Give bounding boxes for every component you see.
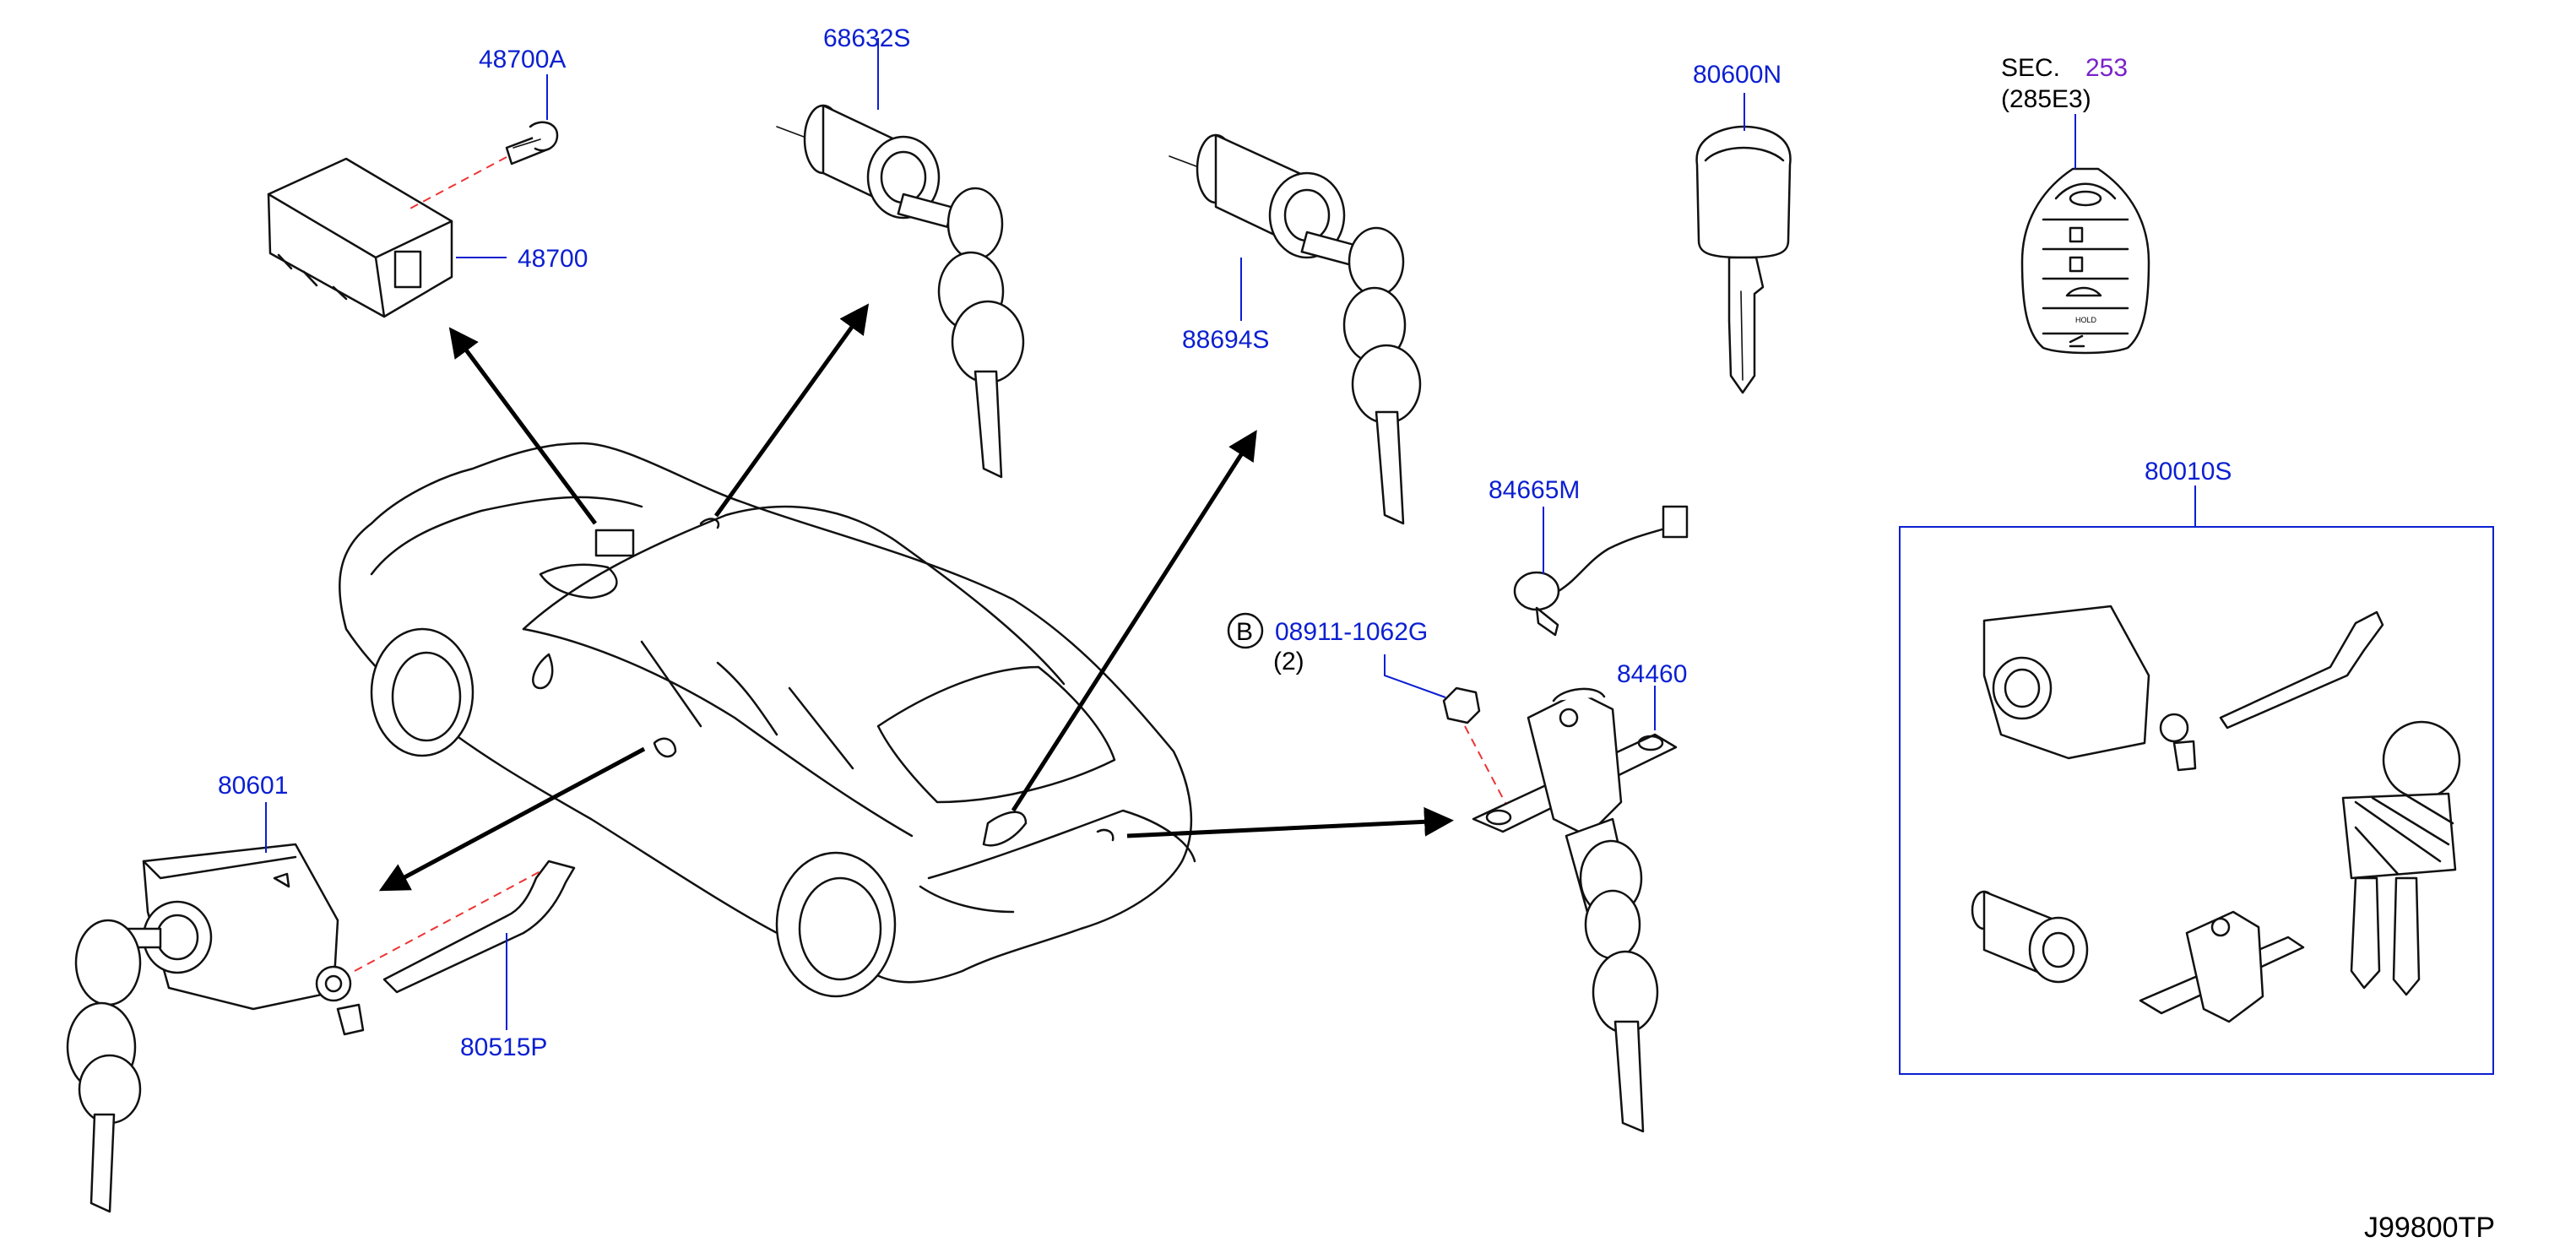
arrow-to-trunk-cylinder (1011, 430, 1257, 812)
unlock-icon (2069, 256, 2084, 273)
callout-08911-1062G: 08911-1062G (1275, 618, 1428, 646)
arrow-to-door-cylinder (713, 303, 870, 518)
brand-logo (2069, 190, 2102, 207)
trunk-icon (2065, 286, 2102, 297)
b-marker: B (1236, 618, 1253, 646)
blank-key (1695, 125, 1792, 394)
door-key-cylinder-68632s (776, 104, 1025, 479)
arrow-to-trunk-lock-assembly (1126, 806, 1454, 838)
callout-80601: 80601 (218, 772, 288, 800)
callout-80600N: 80600N (1693, 61, 1782, 89)
b-marker-circle (1227, 612, 1264, 649)
bolt (505, 121, 559, 165)
arrow-to-control-unit (448, 327, 598, 525)
sec-sub-reference: (285E3) (2001, 85, 2091, 113)
diagram-code: J99800TP (2364, 1212, 2495, 1244)
lock-icon (2069, 226, 2084, 243)
lock-kit-box (1899, 526, 2494, 1075)
sec-prefix: SEC. (2001, 54, 2060, 82)
callout-68632S: 68632S (823, 24, 910, 52)
direction-arrows (378, 303, 1454, 892)
smart-key-fob: HOLD (2020, 167, 2150, 355)
callout-48700A: 48700A (479, 46, 566, 73)
callout-84460: 84460 (1617, 660, 1687, 688)
callout-84665M: 84665M (1489, 476, 1580, 504)
quantity-2: (2) (1273, 648, 1304, 675)
callout-48700: 48700 (518, 245, 588, 273)
arrow-to-door-lock-assembly (378, 746, 646, 892)
callout-80010S: 80010S (2145, 458, 2232, 485)
vehicle-illustration (339, 442, 1196, 998)
sec-reference-link[interactable]: 253 (2085, 54, 2128, 82)
trunk-key-cylinder-88694s (1169, 133, 1422, 525)
trunk-lock-assembly (1472, 687, 1678, 1133)
kit-contents (1971, 605, 2461, 1023)
hex-nut (1442, 686, 1481, 724)
callout-80515P: 80515P (460, 1033, 547, 1061)
lock-harness (1513, 505, 1689, 637)
panic-icon (2069, 334, 2085, 348)
lock-rod (382, 860, 576, 994)
door-lock-assembly (66, 843, 365, 1213)
control-unit (267, 157, 453, 318)
callout-88694S: 88694S (1182, 326, 1269, 354)
fob-hold-label: HOLD (2075, 316, 2097, 324)
